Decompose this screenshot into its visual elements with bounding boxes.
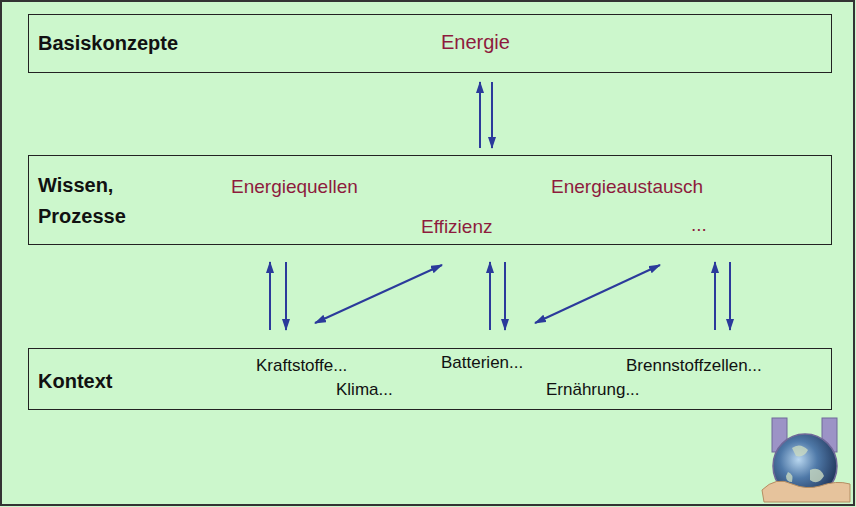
hand [762, 481, 850, 502]
knowledge-term: Energieaustausch [551, 176, 703, 199]
knowledge-term: ... [691, 214, 707, 237]
connector-arrow [504, 262, 506, 330]
connector-arrow [489, 262, 491, 330]
connector-arrow [285, 262, 287, 330]
context-term: Brennstoffzellen... [626, 356, 762, 376]
band-heading: Wissen, Prozesse [38, 170, 156, 232]
connector-arrow [714, 262, 716, 330]
concept-band: Basiskonzepte Energie [28, 14, 832, 73]
context-term: Kraftstoffe... [256, 356, 347, 376]
connector-arrow [315, 265, 442, 323]
context-term: Batterien... [441, 353, 523, 373]
knowledge-term: Energiequellen [231, 176, 358, 199]
globe-flask-icon [762, 418, 850, 502]
connector-arrow [491, 82, 493, 148]
knowledge-term: Effizienz [421, 216, 492, 239]
globe-land [786, 445, 824, 482]
connector-arrow [729, 262, 731, 330]
knowledge-band: Wissen, Prozesse Energiequellen Energieaus… [28, 155, 832, 245]
context-term: Ernährung... [546, 380, 640, 400]
connector-arrow [479, 82, 481, 148]
context-term: Klima... [336, 380, 393, 400]
band-heading: Kontext [38, 369, 112, 393]
band-heading: Basiskonzepte [38, 31, 178, 55]
connector-arrow [269, 262, 271, 330]
connector-arrow [535, 265, 660, 323]
concept-term: Energie [441, 30, 510, 54]
context-band: Kontext Kraftstoffe... Batterien... Brennst… [28, 348, 832, 410]
